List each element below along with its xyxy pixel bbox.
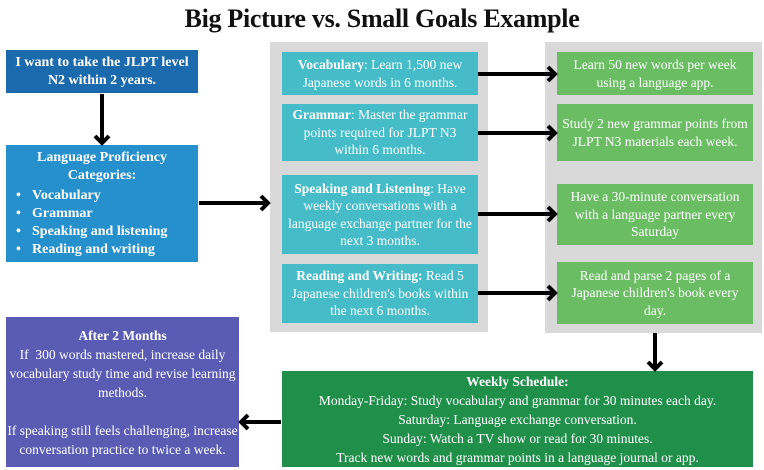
schedule-line: Monday-Friday: Study vocabulary and gram… bbox=[318, 392, 717, 408]
category-item: Vocabulary bbox=[14, 187, 198, 205]
arrow-vocabulary bbox=[478, 65, 558, 83]
category-item: Reading and writing bbox=[14, 241, 198, 259]
arrow-actions-to-weekly bbox=[646, 333, 664, 372]
objective-label: Vocabulary bbox=[297, 57, 365, 72]
category-item: Speaking and listening bbox=[14, 223, 198, 241]
after-2-months-box: After 2 Months If 300 words mastered, in… bbox=[6, 317, 239, 467]
objective-text: Have weekly conversations with a languag… bbox=[288, 180, 472, 249]
objective-label: Grammar bbox=[292, 107, 351, 123]
category-item: Grammar bbox=[14, 205, 198, 223]
schedule-line: Sunday: Watch a TV show or read for 30 m… bbox=[382, 430, 653, 446]
action-text: Study 2 new grammar points from JLPT N3 … bbox=[562, 116, 748, 149]
categories-list: Vocabulary Grammar Speaking and listenin… bbox=[6, 187, 198, 259]
weekly-schedule-box: Weekly Schedule: Monday-Friday: Study vo… bbox=[282, 371, 753, 467]
review-paragraph: If speaking still feels challenging, inc… bbox=[7, 422, 238, 457]
arrow-weekly-to-review bbox=[238, 413, 281, 431]
arrow-goal-to-categories bbox=[93, 94, 111, 146]
proficiency-categories-box: Language Proficiency Categories: Vocabul… bbox=[6, 145, 198, 262]
action-box-vocabulary: Learn 50 new words per week using a lang… bbox=[557, 52, 753, 95]
diagram-title: Big Picture vs. Small Goals Example bbox=[184, 4, 580, 33]
schedule-line: Saturday: Language exchange conversation… bbox=[398, 411, 637, 427]
action-box-speaking: Have a 30-minute conversation with a lan… bbox=[557, 184, 753, 245]
arrow-speaking bbox=[478, 205, 558, 223]
objective-label: Speaking and Listening bbox=[294, 180, 431, 196]
action-text: Learn 50 new words per week using a lang… bbox=[573, 57, 737, 90]
objective-box-reading-writing: Reading and Writing: Read 5 Japanese chi… bbox=[282, 264, 478, 323]
objective-text: Learn 1,500 new Japanese words in 6 mont… bbox=[302, 57, 463, 90]
action-box-reading: Read and parse 2 pages of a Japanese chi… bbox=[557, 262, 753, 324]
categories-heading: Language Proficiency Categories: bbox=[36, 149, 167, 183]
big-picture-goal-box: I want to take the JLPT level N2 within … bbox=[6, 50, 198, 93]
review-paragraph: If 300 words mastered, increase daily vo… bbox=[9, 346, 239, 400]
goal-text: I want to take the JLPT level N2 within … bbox=[15, 55, 189, 88]
objective-box-vocabulary: Vocabulary: Learn 1,500 new Japanese wor… bbox=[282, 52, 478, 95]
action-box-grammar: Study 2 new grammar points from JLPT N3 … bbox=[557, 104, 753, 161]
arrow-grammar bbox=[478, 124, 558, 142]
objective-label: Reading and Writing: bbox=[296, 268, 423, 284]
action-text: Read and parse 2 pages of a Japanese chi… bbox=[571, 267, 739, 318]
objective-text: Read 5 Japanese children's books within … bbox=[291, 268, 469, 319]
action-text: Have a 30-minute conversation with a lan… bbox=[570, 189, 740, 240]
objective-box-grammar: Grammar: Master the grammar points requi… bbox=[282, 104, 478, 161]
weekly-schedule-heading: Weekly Schedule: bbox=[466, 373, 569, 389]
objective-box-speaking-listening: Speaking and Listening: Have weekly conv… bbox=[282, 175, 478, 254]
schedule-line: Track new words and grammar points in a … bbox=[336, 449, 699, 465]
arrow-reading bbox=[478, 284, 558, 302]
objective-text: Master the grammar points required for J… bbox=[303, 107, 468, 158]
review-heading: After 2 Months bbox=[78, 327, 167, 343]
arrow-categories-to-objectives bbox=[199, 194, 271, 212]
